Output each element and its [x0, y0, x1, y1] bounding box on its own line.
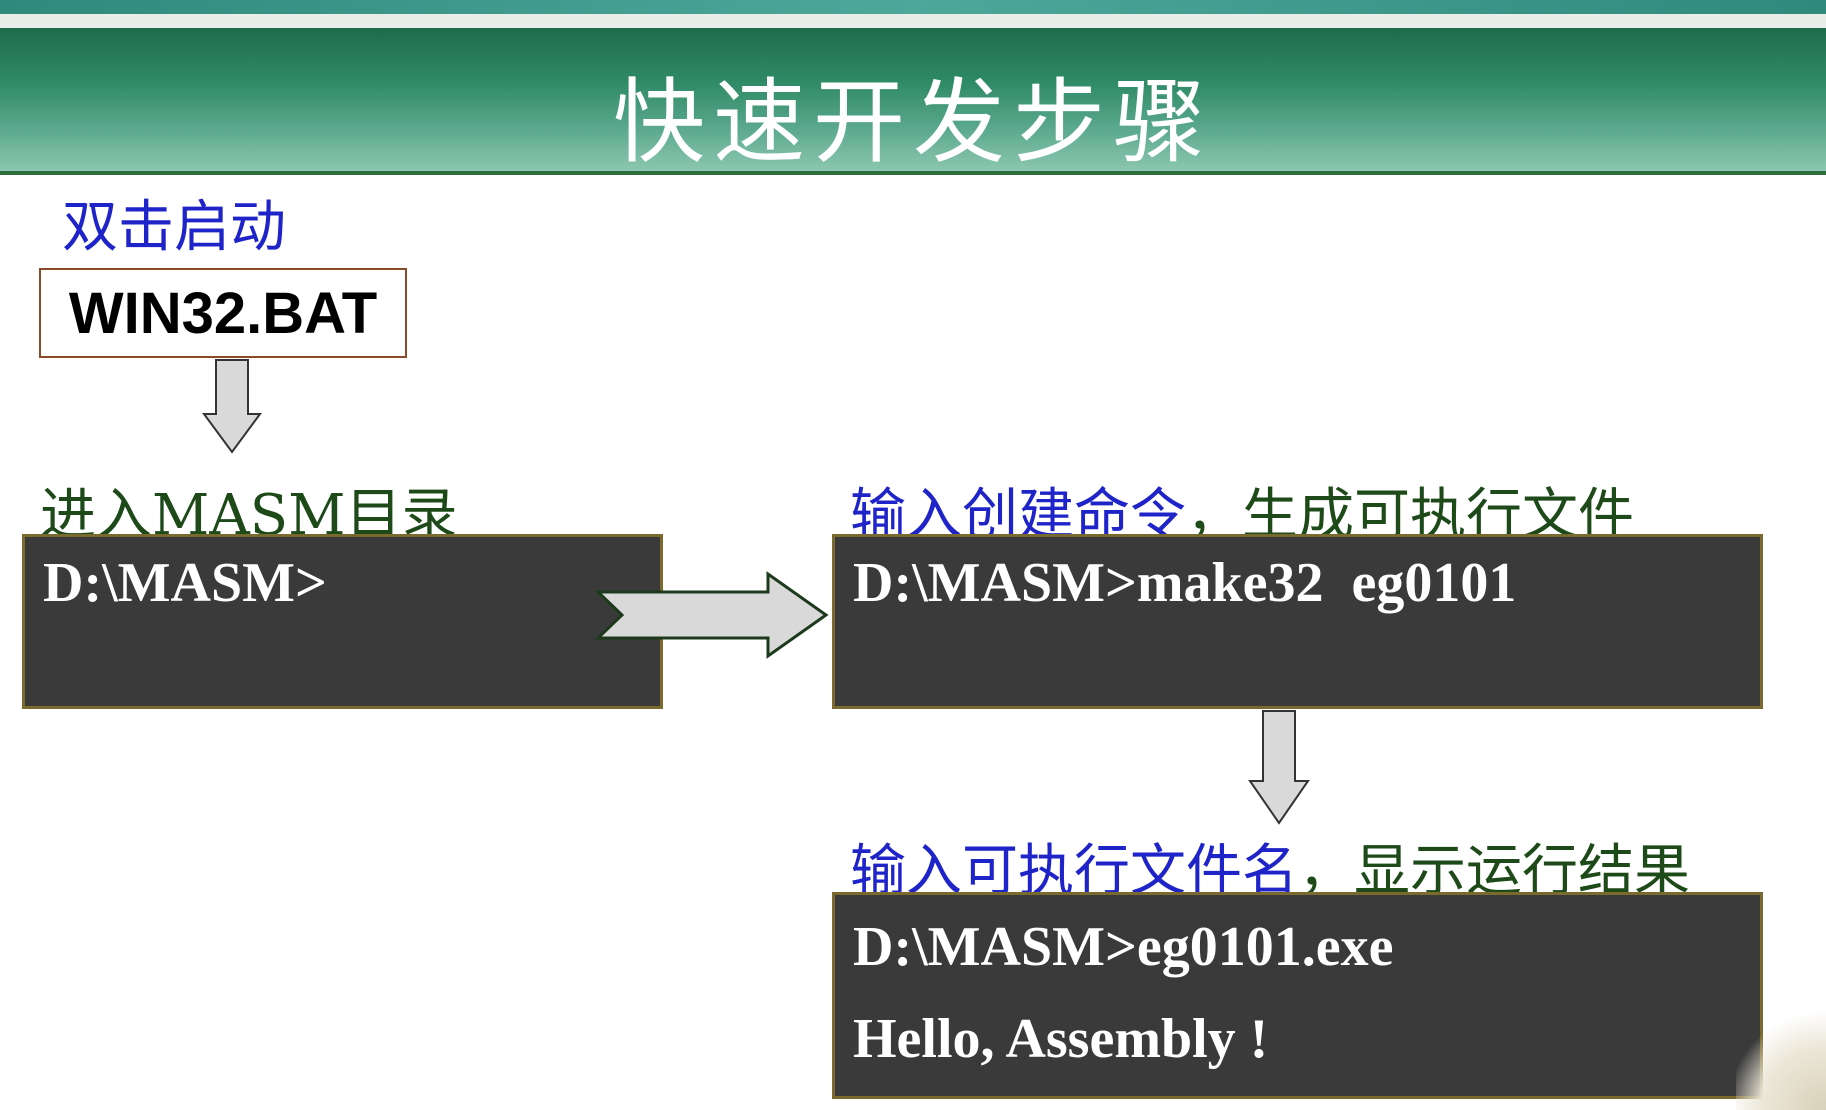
title-banner: [0, 28, 1826, 175]
top-accent-strip: [0, 0, 1826, 14]
console-prompt: D:\MASM>: [43, 552, 327, 614]
start-label: 双击启动: [62, 195, 286, 260]
console-box-make: D:\MASM>make32 eg0101: [832, 534, 1763, 709]
down-arrow-icon: [1248, 710, 1310, 825]
top-light-band: [0, 14, 1826, 28]
console-run-command: D:\MASM>eg0101.exe: [853, 916, 1394, 978]
right-arrow-icon: [594, 571, 829, 659]
down-arrow-icon: [202, 359, 262, 454]
console-output: Hello, Assembly !: [853, 1008, 1269, 1070]
console-make-command: D:\MASM>make32 eg0101: [853, 552, 1517, 614]
bat-file-box: WIN32.BAT: [39, 268, 407, 358]
slide-title: 快速开发步骤: [612, 69, 1213, 176]
console-box-masm: D:\MASM>: [22, 534, 663, 709]
bat-file-name: WIN32.BAT: [68, 280, 378, 346]
decorative-cloud-ornament: [1736, 1000, 1826, 1110]
console-box-run: D:\MASM>eg0101.exe Hello, Assembly !: [832, 892, 1763, 1099]
